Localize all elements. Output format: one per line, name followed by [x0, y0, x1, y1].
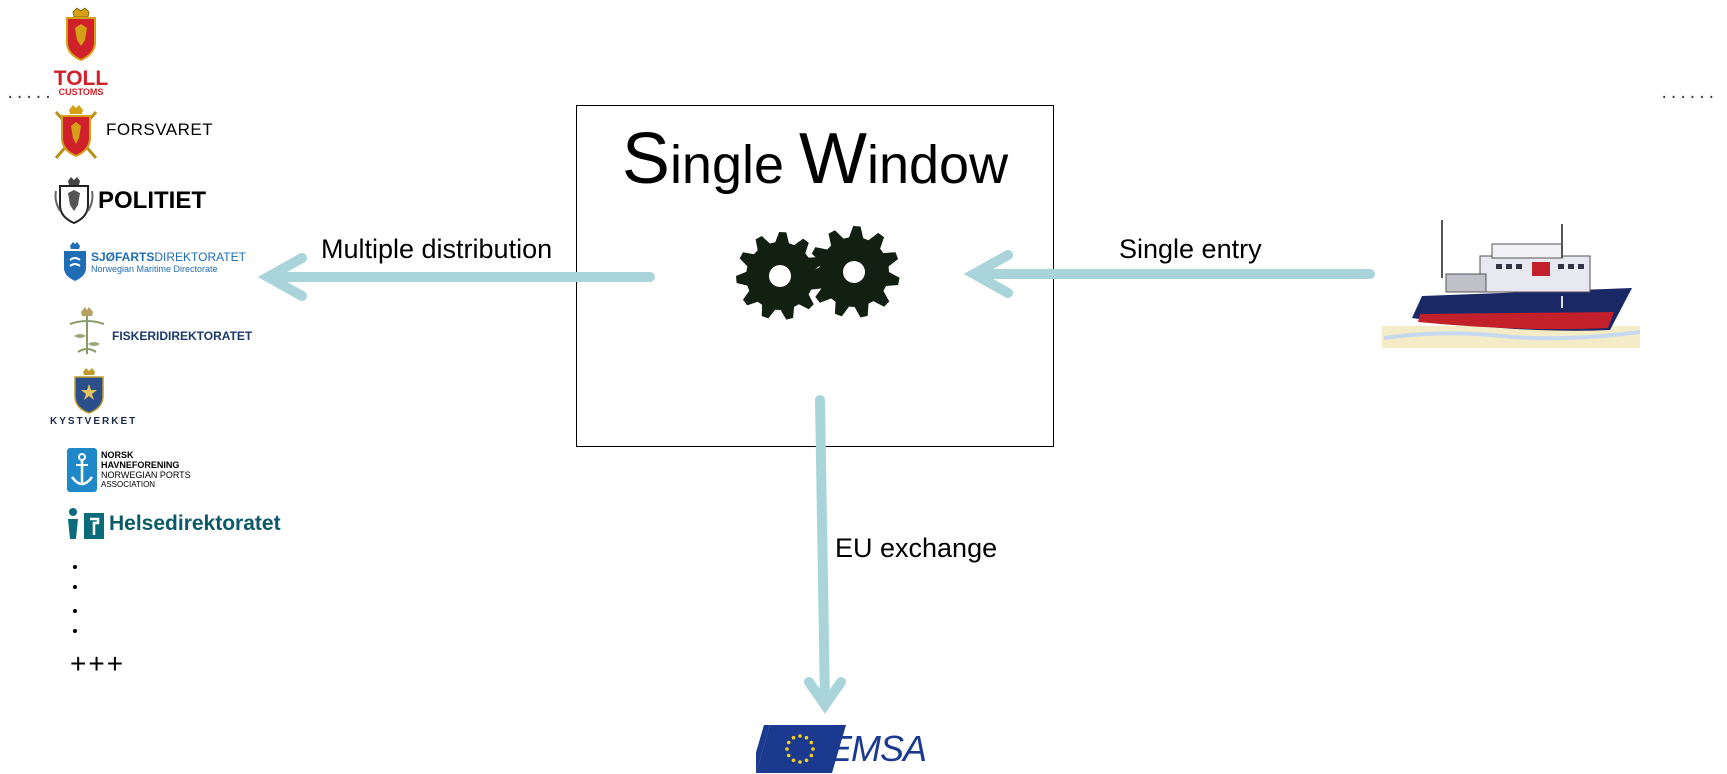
emsa-logo: EMSA: [756, 725, 927, 773]
politiet-logo: POLITIET: [54, 177, 206, 225]
more-agencies-label: +++: [70, 648, 126, 679]
gear-hole: [843, 261, 865, 283]
helse-figure-icon: [68, 508, 104, 539]
sjofart-light: DIREKTORATET: [154, 249, 246, 264]
eu-star: [791, 758, 796, 763]
ellipsis-dot: [73, 609, 77, 613]
fiskeri-crest-icon: [69, 307, 105, 354]
kystverket-label: KYSTVERKET: [50, 416, 138, 427]
gear-hole: [769, 265, 791, 287]
title-cap-s: S: [621, 119, 670, 199]
sjofart-logo: SJØFARTSDIREKTORATET Norwegian Maritime …: [62, 242, 246, 282]
havn-line4: ASSOCIATION: [101, 480, 156, 489]
gears-icon: [736, 226, 900, 320]
title-word-window: indow: [867, 135, 1009, 195]
eu-star: [804, 735, 809, 740]
ellipsis-dot: [73, 565, 77, 569]
eu-exchange-label: EU exchange: [835, 533, 998, 563]
ellipsis-dot: [73, 629, 77, 633]
dots-right: ......: [1660, 86, 1717, 102]
helse-label: Helsedirektoratet: [109, 512, 281, 535]
eu-star: [798, 760, 802, 764]
helsedirektoratet-logo: Helsedirektoratet: [66, 507, 281, 541]
ship-icon: [1382, 220, 1640, 348]
eu-star: [811, 747, 815, 751]
eu-star: [804, 758, 809, 763]
sjofart-title: SJØFARTSDIREKTORATET: [91, 249, 246, 264]
eu-star: [809, 740, 814, 745]
kystverket-crest-icon: [74, 368, 104, 414]
title-word-single: ingle: [669, 135, 800, 195]
eu-star: [785, 747, 789, 751]
left-arrowhead: [257, 253, 307, 301]
eu-star: [786, 740, 791, 745]
multiple-distribution-label: Multiple distribution: [321, 234, 553, 264]
eu-star: [791, 735, 796, 740]
forsvaret-label: FORSVARET: [106, 120, 214, 139]
havneforening-logo: NORSK HAVNEFORENING NORWEGIAN PORTS ASSO…: [66, 447, 191, 493]
toll-crest-icon: [66, 7, 96, 62]
forsvaret-crest-icon: [54, 105, 98, 159]
eu-star: [809, 753, 814, 758]
ellipsis-dot: [73, 585, 77, 589]
politiet-crest-icon: [54, 177, 94, 225]
title-cap-w: W: [799, 119, 867, 199]
sjofart-subtitle: Norwegian Maritime Directorate: [91, 263, 218, 274]
eu-flag-icon: [756, 725, 846, 773]
anchor-icon: [67, 448, 97, 492]
eu-exchange-arrowhead: [804, 677, 846, 714]
fiskeri-label: FISKERIDIREKTORATET: [112, 329, 253, 343]
dots-left: .....: [6, 86, 54, 102]
havn-line1: NORSK: [101, 450, 134, 460]
politiet-label: POLITIET: [98, 187, 206, 214]
sjofart-bold: SJØFARTS: [91, 249, 155, 264]
forsvaret-logo: FORSVARET: [52, 104, 213, 162]
single-entry-arrowhead: [963, 250, 1013, 298]
single-window-title: Single Window: [576, 118, 1054, 200]
eu-star: [786, 753, 791, 758]
eu-exchange-arrow: [815, 395, 830, 708]
customs-label: CUSTOMS: [58, 87, 104, 97]
havn-line3: NORWEGIAN PORTS: [101, 470, 191, 480]
toll-label: TOLL: [53, 67, 109, 90]
eu-star: [798, 734, 802, 738]
emsa-label: EMSA: [828, 728, 927, 769]
sjofart-crest-icon: [64, 242, 86, 281]
toll-logo: TOLL CUSTOMS: [52, 6, 110, 97]
kystverket-logo: KYSTVERKET: [50, 368, 136, 427]
havn-line2: HAVNEFORENING: [101, 460, 180, 470]
fiskeri-logo: FISKERIDIREKTORATET: [64, 306, 252, 358]
single-entry-label: Single entry: [1119, 234, 1262, 264]
